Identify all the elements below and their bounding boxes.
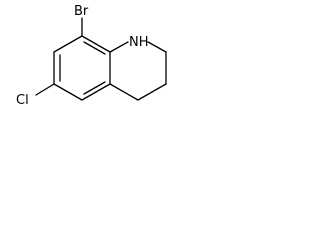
nitrogen-atom-label: NH bbox=[129, 35, 149, 50]
bromine-atom-label: Br bbox=[74, 4, 89, 19]
bond-c8a-n1 bbox=[109, 41, 129, 53]
bond-c4-c4a bbox=[109, 83, 139, 101]
bond-n1-c2 bbox=[147, 41, 167, 53]
bond-c7-c8 bbox=[53, 35, 83, 53]
bond-c4a-c5 bbox=[81, 83, 111, 101]
benzene-ring bbox=[53, 35, 111, 101]
double-bond-c4a-c5 bbox=[83, 81, 106, 95]
double-bond-c8-c8a bbox=[83, 41, 106, 55]
tetrahydropyridine-ring bbox=[109, 41, 167, 101]
bond-c8-c8a bbox=[81, 35, 111, 53]
chlorine-atom-label: Cl bbox=[16, 93, 29, 108]
molecular-structure-diagram: Br NH Cl bbox=[16, 4, 167, 108]
bond-c3-c4 bbox=[137, 83, 167, 101]
bond-c6-cl bbox=[35, 83, 55, 96]
bond-c5-c6 bbox=[53, 83, 83, 101]
